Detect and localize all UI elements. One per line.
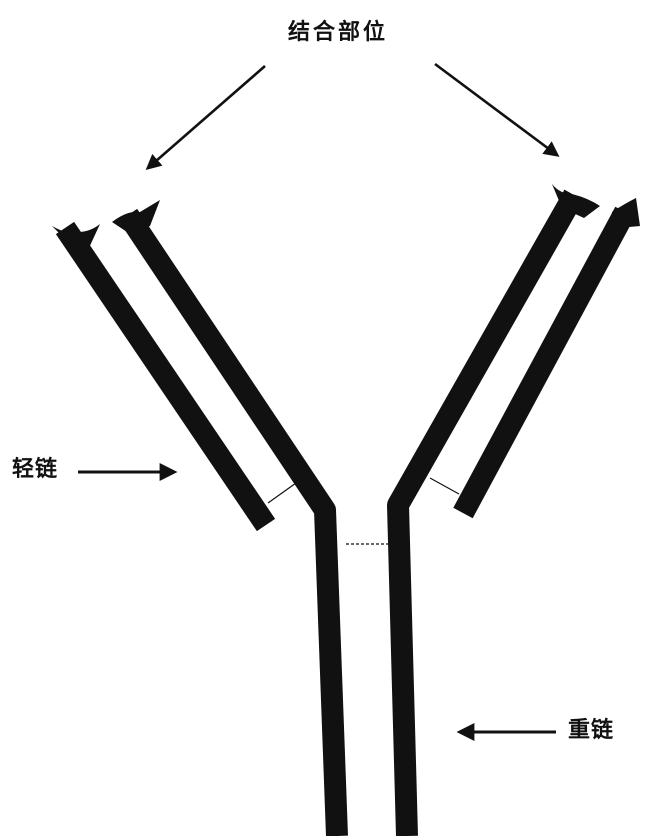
binding-tip-left-heavy	[112, 200, 160, 234]
heavy-chain-label: 重链	[568, 720, 614, 742]
disulfide-bond-right	[430, 478, 459, 494]
binding-site-label: 结合部位	[288, 22, 388, 44]
light-chain-label: 轻链	[12, 459, 58, 481]
binding-arrow-left	[148, 66, 265, 168]
heavy-chain-left	[128, 215, 337, 836]
heavy-chain-right	[398, 195, 574, 836]
binding-arrow-right	[435, 64, 557, 155]
disulfide-bond-left	[268, 483, 296, 503]
